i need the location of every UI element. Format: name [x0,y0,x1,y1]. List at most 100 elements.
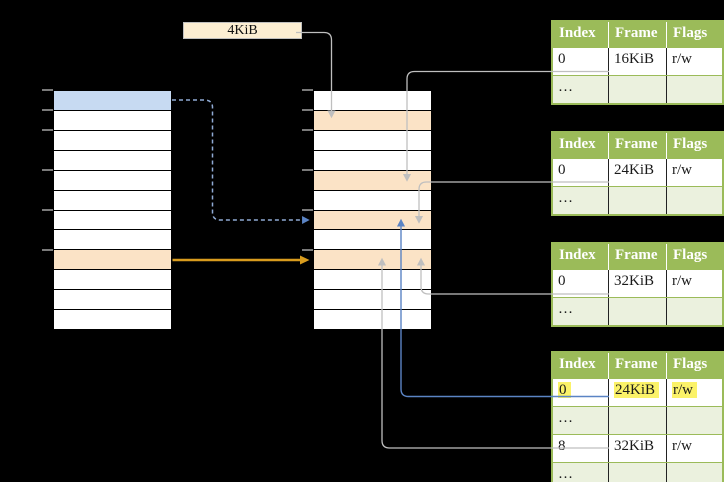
page-table-16kib-row-0-cell-0: 0 [553,48,608,75]
page-table-16kib-header-1: Frame [608,22,666,48]
address-tick [302,129,313,131]
page-table-32kib-row-0-cell-1: 32KiB [608,270,666,297]
physical-memory-row-0 [314,91,431,111]
page-table-24kib-row-0-value-0: 0 [558,162,566,178]
page-table-24kib-row-1-cell-2 [665,187,722,214]
virtual-memory-row-7 [54,230,171,251]
virtual-memory-row-6 [54,210,171,231]
virtual-memory-row-9 [54,270,171,291]
physical-memory-row-3 [314,150,431,171]
physical-memory-row-11 [314,310,431,330]
page-table-level2-row-1-cell-2 [665,407,722,434]
address-tick [302,109,313,111]
page-table-16kib-row-0-value-1: 16KiB [614,51,655,67]
virtual-memory-row-4 [54,170,171,191]
page-table-32kib-row-0-cell-0: 0 [553,270,608,297]
page-table-level2-row-3-cell-0: … [553,463,608,482]
virtual-memory-row-0 [54,91,171,111]
address-tick [42,249,53,251]
page-table-24kib-row-0-value-2: r/w [671,162,692,178]
page-table-level2-row-0-cell-1: 24KiB [608,379,666,406]
physical-memory-row-7 [314,230,431,251]
physical-memory-row-1 [314,110,431,131]
page-table-level2-row-0: 0 24KiB r/w [553,379,722,406]
page-table-32kib-header-2: Flags [665,244,722,270]
page-table-level2-row-1-cell-0: … [553,407,608,434]
address-tick [302,169,313,171]
page-table-16kib-row-0-value-0: 0 [558,51,566,67]
page-table-level2-header-1: Frame [608,353,666,379]
page-table-24kib-row-1-value-0: … [558,190,573,206]
page-table-24kib-row-1-cell-1 [608,187,666,214]
page-table-level2-row-2-cell-2: r/w [665,435,722,462]
address-tick [302,209,313,211]
virtual-memory-row-10 [54,290,171,311]
page-table-16kib-row-0-cell-1: 16KiB [608,48,666,75]
physical-memory-row-5 [314,190,431,211]
page-table-level2-row-0-value-1: 24KiB [614,382,660,398]
page-table-level2-row-3-cell-1 [608,463,666,482]
frame-size-label: 4KiB [227,23,258,38]
page-table-level2-row-2-value-0: 8 [558,438,566,454]
page-table-level2-row-0-value-2: r/w [671,382,697,398]
page-table-level2-row-2-value-1: 32KiB [614,438,655,454]
frame-size-label-box: 4KiB [183,22,302,39]
page-table-level2-row-1-cell-1 [608,407,666,434]
physical-memory-table [313,90,432,330]
page-table-level2-row-2-cell-1: 32KiB [608,435,666,462]
physical-memory-row-2 [314,130,431,151]
page-table-level2-row-1-value-0: … [558,410,573,426]
page-table-24kib-row-0-cell-0: 0 [553,159,608,186]
page-table-16kib-row-1-cell-2 [665,76,722,103]
page-table-level2-header-2: Flags [665,353,722,379]
page-table-level2-row-3-cell-2 [665,463,722,482]
page-table-24kib-header-1: Frame [608,133,666,159]
address-tick [42,89,53,91]
virtual-memory-row-1 [54,110,171,131]
virtual-memory-row-11 [54,310,171,330]
address-tick [42,109,53,111]
page-table-16kib-header-2: Flags [665,22,722,48]
physical-memory-row-6 [314,210,431,231]
address-tick [42,129,53,131]
page-table-16kib-header-0: Index [559,25,596,41]
page-table-24kib-header-0: Index [559,136,596,152]
page-table-24kib-row-0: 0 24KiB r/w [553,159,722,186]
virtual-memory-row-5 [54,190,171,211]
page-table-32kib-row-1: … [553,297,722,325]
page-table-16kib-row-1: … [553,75,722,103]
virtual-memory-row-3 [54,150,171,171]
page-table-16kib-row-0-cell-2: r/w [665,48,722,75]
page-table-24kib-row-1: … [553,186,722,214]
page-table-level2-row-3-value-0: … [558,466,573,482]
virtual-memory-row-2 [54,130,171,151]
page-table-level2-row-0-value-0: 0 [558,382,571,398]
page-table-level2-row-0-cell-0: 0 [553,379,608,406]
page-table-level2-row-0-cell-2: r/w [665,379,722,406]
page-table-24kib-row-0-cell-2: r/w [665,159,722,186]
page-table-level2-row-2: 8 32KiB r/w [553,434,722,462]
page-table-level2-row-1: … [553,406,722,434]
address-tick [42,169,53,171]
physical-memory-row-9 [314,270,431,291]
page-table-24kib-row-0-cell-1: 24KiB [608,159,666,186]
arrow-virtual-page0-to-frame-24kib [172,99,310,225]
physical-memory-row-10 [314,290,431,311]
page-table-32kib-header-0: Index [559,247,596,263]
page-table-32kib-row-0-value-0: 0 [558,273,566,289]
address-tick [302,89,313,91]
page-table-32kib-row-0-cell-2: r/w [665,270,722,297]
page-table-32kib-header-1: Frame [608,244,666,270]
page-table-level2-header-0: Index [559,356,596,372]
page-table-level2-row-2-cell-0: 8 [553,435,608,462]
page-table-level2-row-2-value-2: r/w [671,438,692,454]
